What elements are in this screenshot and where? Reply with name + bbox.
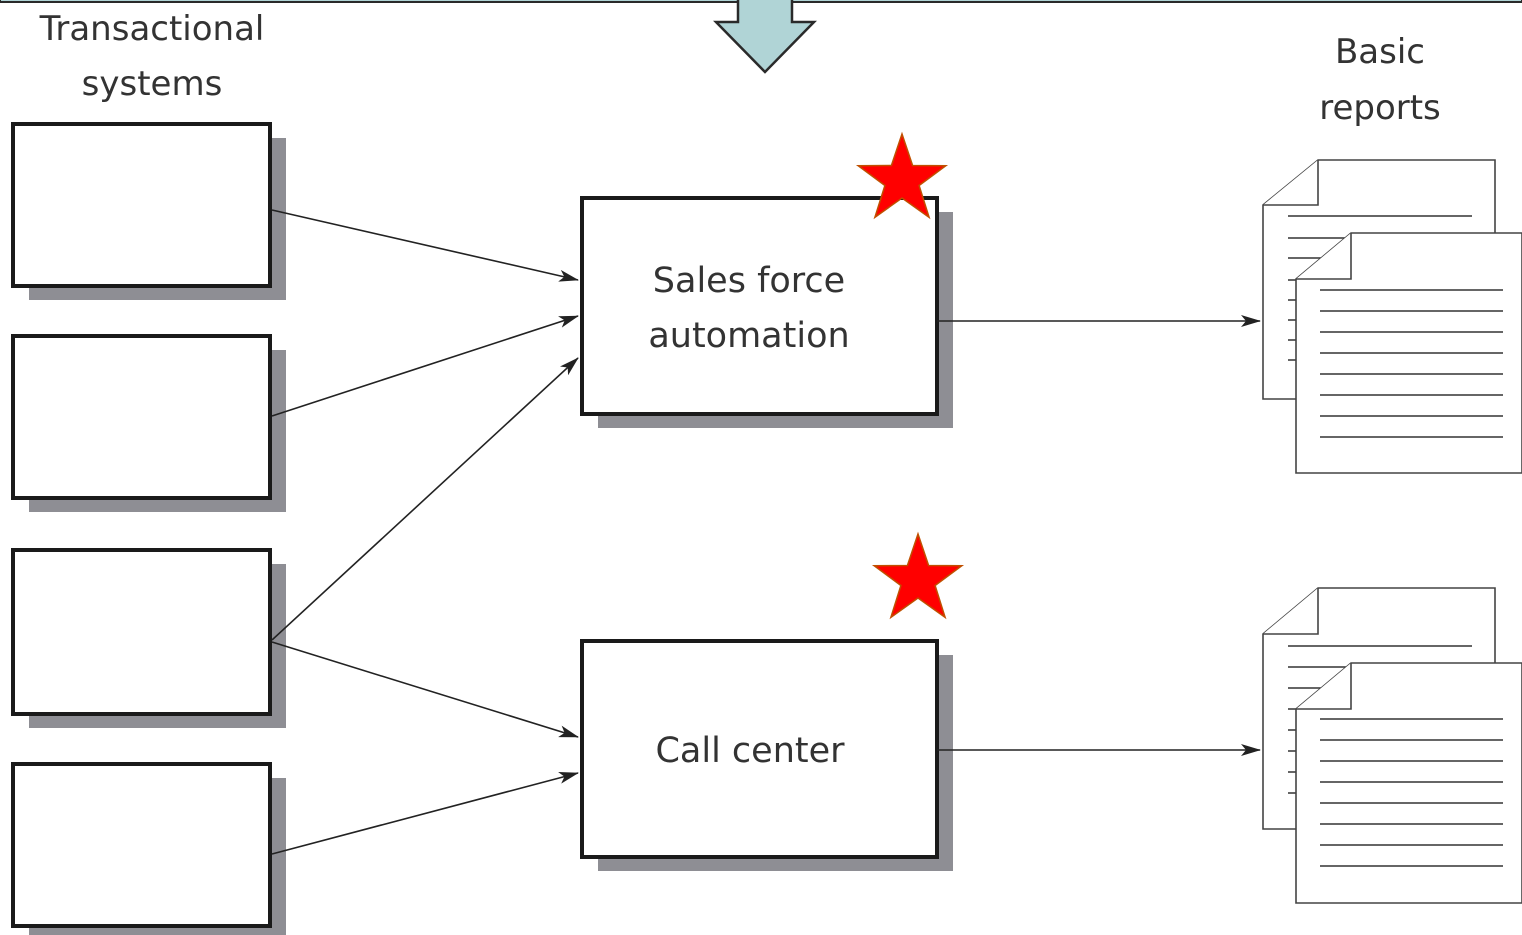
arrow-tx2-to-sfa xyxy=(271,315,579,417)
transactional-system-box-3 xyxy=(11,548,286,728)
report-document-front xyxy=(1295,662,1522,904)
basic-reports-label-line2: reports xyxy=(1319,88,1441,128)
basic-reports-label-line1: Basic xyxy=(1335,32,1425,72)
star-icon-sales-force xyxy=(855,131,949,220)
transactional-system-box-2 xyxy=(11,334,286,512)
transactional-system-box-1 xyxy=(11,122,286,300)
arrow-tx4-to-call-center xyxy=(271,772,579,855)
call-center-box xyxy=(580,639,953,871)
transactional-systems-label-line2: systems xyxy=(82,64,223,104)
sales-force-automation-label-line2: automation xyxy=(648,316,849,356)
arrow-tx3-to-call-center xyxy=(271,641,579,738)
document-stack-icon-bottom xyxy=(1262,587,1522,904)
document-stack-icon-top xyxy=(1262,159,1522,474)
down-arrow-icon xyxy=(713,0,817,74)
star-icon-call-center xyxy=(871,531,965,620)
report-document-front xyxy=(1295,232,1522,474)
sales-force-automation-box xyxy=(580,196,953,428)
transactional-systems-label-line1: Transactional xyxy=(39,9,265,49)
call-center-label: Call center xyxy=(655,731,845,771)
arrow-tx3-to-sfa xyxy=(271,357,579,641)
sales-force-automation-label-line1: Sales force xyxy=(653,261,845,301)
transactional-system-box-4 xyxy=(11,762,286,935)
arrow-tx1-to-sfa xyxy=(271,209,579,282)
